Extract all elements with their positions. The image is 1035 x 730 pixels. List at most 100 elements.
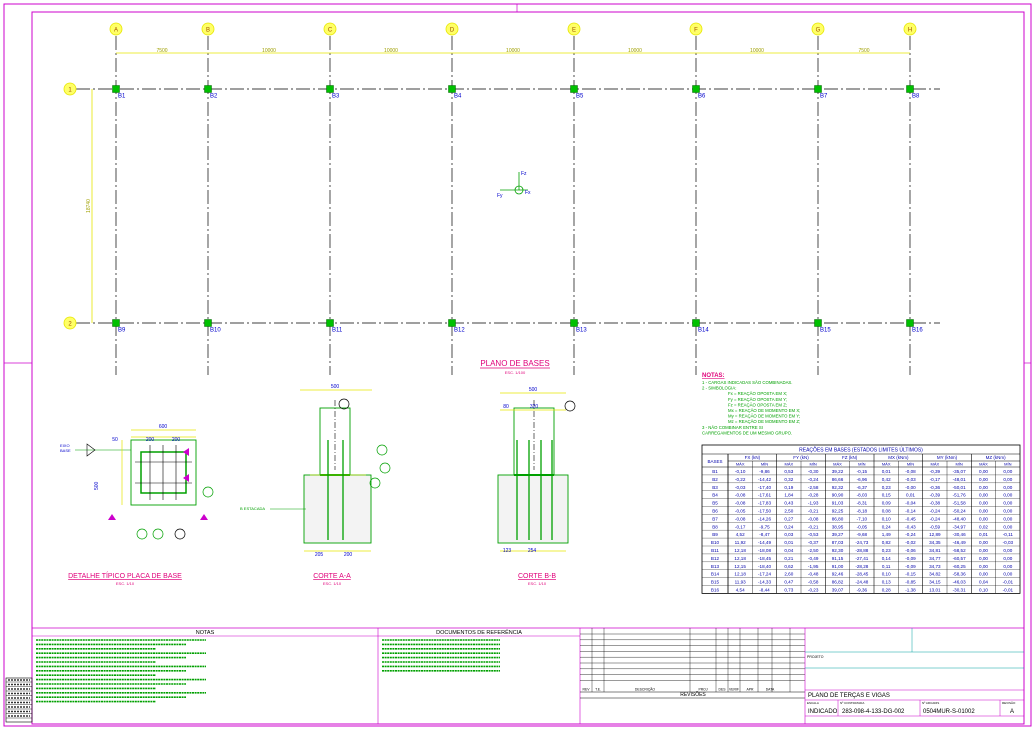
row-value: 0,73 [784, 588, 793, 593]
row-value: -0,15 [857, 469, 868, 474]
row-value: -58,52 [953, 548, 966, 553]
revision-col-header: DATA [766, 688, 775, 692]
row-value: 0,10 [882, 516, 891, 521]
row-value: 0,00 [979, 485, 988, 490]
row-value: 34,77 [929, 556, 941, 561]
drawing-title: PLANO DE TERÇAS E VIGAS [808, 693, 890, 699]
note-line: Fx = REAÇÃO OPOSTA EM X; [728, 391, 787, 396]
row-value: -0,04 [905, 501, 916, 506]
row-value: -58,36 [953, 572, 966, 577]
row-value: 92,46 [832, 572, 844, 577]
row-value: 11,92 [735, 540, 747, 545]
row-value: -17,61 [758, 493, 771, 498]
row-value: 92,30 [832, 548, 844, 553]
row-value: -0,53 [808, 532, 819, 537]
row-value: -0,30 [808, 469, 819, 474]
row-value: -0,58 [808, 580, 819, 585]
row-value: -6,96 [857, 477, 868, 482]
base-label: B4 [454, 94, 462, 100]
row-value: -9,68 [857, 532, 868, 537]
base-label: B2 [210, 94, 218, 100]
column-marker [814, 85, 822, 93]
row-value: 0,13 [882, 580, 891, 585]
sub-header: MÁX [882, 462, 891, 467]
sec-b-dim-500: 500 [529, 387, 538, 393]
scale-value: INDICADO [808, 709, 838, 715]
row-spacing-dim: 18740 [86, 199, 92, 213]
row-base: B6 [712, 509, 718, 514]
reactions-title: REAÇÕES EM BASES (ESTADOS LIMITES ÚLTIMO… [799, 447, 923, 454]
sec-b-dim-123: 123 [503, 548, 512, 554]
row-value: -0,22 [735, 477, 746, 482]
column-marker [692, 85, 700, 93]
note-line: CARREGAMENTOS DE UM MESMO GRUPO. [702, 430, 792, 435]
row-value: 0,00 [1003, 501, 1012, 506]
row-value: -0,38 [930, 501, 941, 506]
row-value: -14,26 [758, 516, 771, 521]
row-value: -18,08 [758, 548, 771, 553]
axis-y-label: Fy [497, 193, 503, 199]
column-marker [570, 85, 578, 93]
rev-label: REVISÃO [1002, 700, 1016, 705]
row-value: -0,36 [930, 485, 941, 490]
note-line: My = REAÇÃO DE MOMENTO EM Y; [728, 414, 800, 419]
column-marker [204, 85, 212, 93]
base-label: B6 [698, 94, 706, 100]
row-value: 0,53 [784, 469, 793, 474]
column-marker [326, 319, 334, 327]
row-value: 34,82 [929, 572, 941, 577]
row-value: -0,49 [808, 556, 819, 561]
row-value: 87,03 [832, 540, 844, 545]
base-label: B14 [698, 328, 709, 334]
row-value: 0,15 [882, 493, 891, 498]
row-value: -51,76 [953, 493, 966, 498]
row-value: 0,47 [784, 580, 793, 585]
row-value: 0,08 [882, 509, 891, 514]
row-value: 34,35 [929, 540, 941, 545]
drawing-frame [31, 11, 1025, 725]
bottom-refs-title: DOCUMENTOS DE REFERÊNCIA [436, 628, 522, 636]
row-value: -0,45 [905, 516, 916, 521]
row-value: 0,42 [882, 477, 891, 482]
row-value: 0,11 [882, 564, 891, 569]
row-value: -60,25 [953, 564, 966, 569]
sub-header: MÍN [955, 462, 962, 467]
contract-value: 283-098-4-133-DG-002 [842, 709, 905, 715]
bottom-notes-title: NOTAS [196, 630, 215, 636]
row-value: 0,00 [979, 477, 988, 482]
row-value: 4,54 [736, 588, 745, 593]
row-value: -27,41 [855, 556, 868, 561]
note-line: 1 - CARGAS INDICADAS SÃO COMBINADAS. [702, 380, 793, 385]
column-marker [906, 319, 914, 327]
row-value: -18,40 [758, 564, 771, 569]
row-value: 0,00 [1003, 572, 1012, 577]
spacing-dim: 10000 [628, 48, 642, 54]
title-block-band: NOTAS DOCUMENTOS DE REFERÊNCIA REVISÕES … [5, 627, 1024, 724]
row-value: 0,32 [784, 477, 793, 482]
sub-header: MÁX [979, 462, 988, 467]
doc-value: 0504MUR-S-01002 [923, 709, 975, 715]
row-value: -0,01 [1003, 580, 1014, 585]
row-value: -28,28 [855, 564, 868, 569]
row-value: -0,39 [930, 493, 941, 498]
spacing-dim: 7500 [858, 48, 869, 54]
row-value: 91,03 [832, 501, 844, 506]
row-value: -9,86 [759, 469, 770, 474]
row-value: 0,19 [784, 485, 793, 490]
row-value: 0,00 [979, 572, 988, 577]
spacing-dim: 10000 [506, 48, 520, 54]
row-value: 0,28 [882, 588, 891, 593]
detail-base-plate-scale: ESC. 1/10 [116, 581, 135, 586]
row-value: 39,22 [832, 469, 844, 474]
detail-section-b-scale: ESC. 1/10 [528, 581, 547, 586]
row-value: -0,37 [808, 540, 819, 545]
row-value: 0,02 [979, 524, 988, 529]
row-value: -0,21 [808, 524, 819, 529]
row-value: 92,32 [832, 485, 844, 490]
column-marker [570, 319, 578, 327]
revisions-title: REVISÕES [680, 691, 706, 698]
row-value: 0,00 [979, 516, 988, 521]
row-value: -1,93 [808, 501, 819, 506]
